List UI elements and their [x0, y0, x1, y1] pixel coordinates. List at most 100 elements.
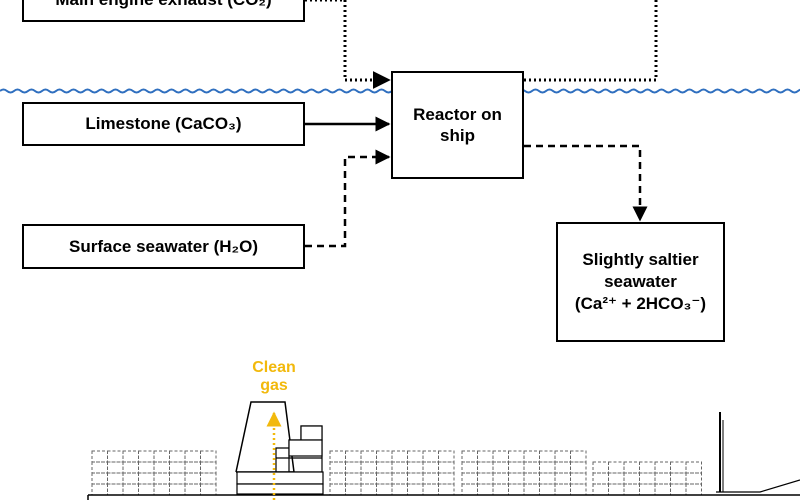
container-cell — [608, 472, 625, 485]
limestone-label: Limestone (CaCO₃) — [85, 114, 242, 134]
container-cell — [122, 450, 139, 463]
container-cell — [670, 472, 687, 485]
container-cell — [91, 461, 108, 474]
container-cell — [184, 483, 201, 496]
container-stacks — [91, 450, 702, 496]
container-cell — [461, 461, 478, 474]
container-cell — [407, 461, 424, 474]
container-cell — [539, 483, 556, 496]
container-cell — [153, 472, 170, 485]
container-cell — [570, 450, 587, 463]
container-cell — [592, 461, 609, 474]
container-cell — [407, 450, 424, 463]
container-cell — [554, 461, 571, 474]
container-cell — [554, 450, 571, 463]
container-cell — [138, 483, 155, 496]
container-cell — [623, 461, 640, 474]
container-cell — [422, 450, 439, 463]
reactor-label: Reactor on ship — [413, 104, 502, 145]
container-cell — [169, 483, 186, 496]
container-cell — [422, 461, 439, 474]
container-cell — [654, 461, 671, 474]
limestone-box: Limestone (CaCO₃) — [22, 102, 305, 146]
container-cell — [91, 450, 108, 463]
container-cell — [492, 483, 509, 496]
container-cell — [477, 472, 494, 485]
container-cell — [592, 472, 609, 485]
container-cell — [654, 483, 671, 496]
container-cell — [539, 461, 556, 474]
container-cell — [539, 450, 556, 463]
container-cell — [685, 461, 702, 474]
container-cell — [508, 461, 525, 474]
container-cell — [169, 450, 186, 463]
container-cell — [623, 483, 640, 496]
output-label: Slightly saltier seawater (Ca²⁺ + 2HCO₃⁻… — [574, 249, 707, 314]
container-cell — [391, 483, 408, 496]
container-cell — [461, 450, 478, 463]
container-cell — [523, 472, 540, 485]
container-cell — [376, 461, 393, 474]
container-cell — [523, 483, 540, 496]
container-cell — [570, 483, 587, 496]
container-cell — [477, 483, 494, 496]
container-cell — [153, 450, 170, 463]
seawater-label: Surface seawater (H₂O) — [69, 236, 258, 256]
container-cell — [391, 472, 408, 485]
container-cell — [329, 450, 346, 463]
container-cell — [184, 461, 201, 474]
container-cell — [438, 461, 455, 474]
container-cell — [360, 461, 377, 474]
container-cell — [91, 483, 108, 496]
exhaust-to-reactor-arrow — [305, 0, 391, 89]
container-cell — [169, 461, 186, 474]
container-cell — [554, 472, 571, 485]
container-cell — [608, 461, 625, 474]
container-cell — [422, 472, 439, 485]
container-cell — [345, 472, 362, 485]
container-cell — [153, 483, 170, 496]
container-cell — [508, 483, 525, 496]
container-cell — [200, 472, 217, 485]
container-cell — [391, 461, 408, 474]
container-cell — [623, 472, 640, 485]
container-cell — [122, 483, 139, 496]
container-cell — [329, 461, 346, 474]
container-cell — [639, 483, 656, 496]
container-cell — [639, 472, 656, 485]
container-cell — [345, 461, 362, 474]
container-cell — [107, 472, 124, 485]
container-cell — [360, 483, 377, 496]
container-cell — [438, 450, 455, 463]
container-cell — [570, 461, 587, 474]
clean-gas-label: Clean gas — [252, 359, 296, 395]
seawater-box: Surface seawater (H₂O) — [22, 224, 305, 269]
container-cell — [169, 472, 186, 485]
container-cell — [91, 472, 108, 485]
container-cell — [461, 483, 478, 496]
container-cell — [107, 450, 124, 463]
container-cell — [407, 472, 424, 485]
container-cell — [138, 450, 155, 463]
container-cell — [639, 461, 656, 474]
container-cell — [200, 483, 217, 496]
container-cell — [570, 472, 587, 485]
reactor-to-output-arrow — [524, 144, 648, 222]
container-cell — [492, 450, 509, 463]
container-cell — [345, 450, 362, 463]
container-cell — [407, 483, 424, 496]
container-cell — [492, 461, 509, 474]
container-cell — [670, 483, 687, 496]
output-box: Slightly saltier seawater (Ca²⁺ + 2HCO₃⁻… — [556, 222, 725, 342]
container-cell — [438, 483, 455, 496]
container-cell — [376, 450, 393, 463]
container-cell — [608, 483, 625, 496]
container-cell — [345, 483, 362, 496]
container-cell — [153, 461, 170, 474]
container-cell — [477, 461, 494, 474]
container-cell — [554, 483, 571, 496]
container-cell — [376, 483, 393, 496]
container-cell — [422, 483, 439, 496]
container-cell — [539, 472, 556, 485]
